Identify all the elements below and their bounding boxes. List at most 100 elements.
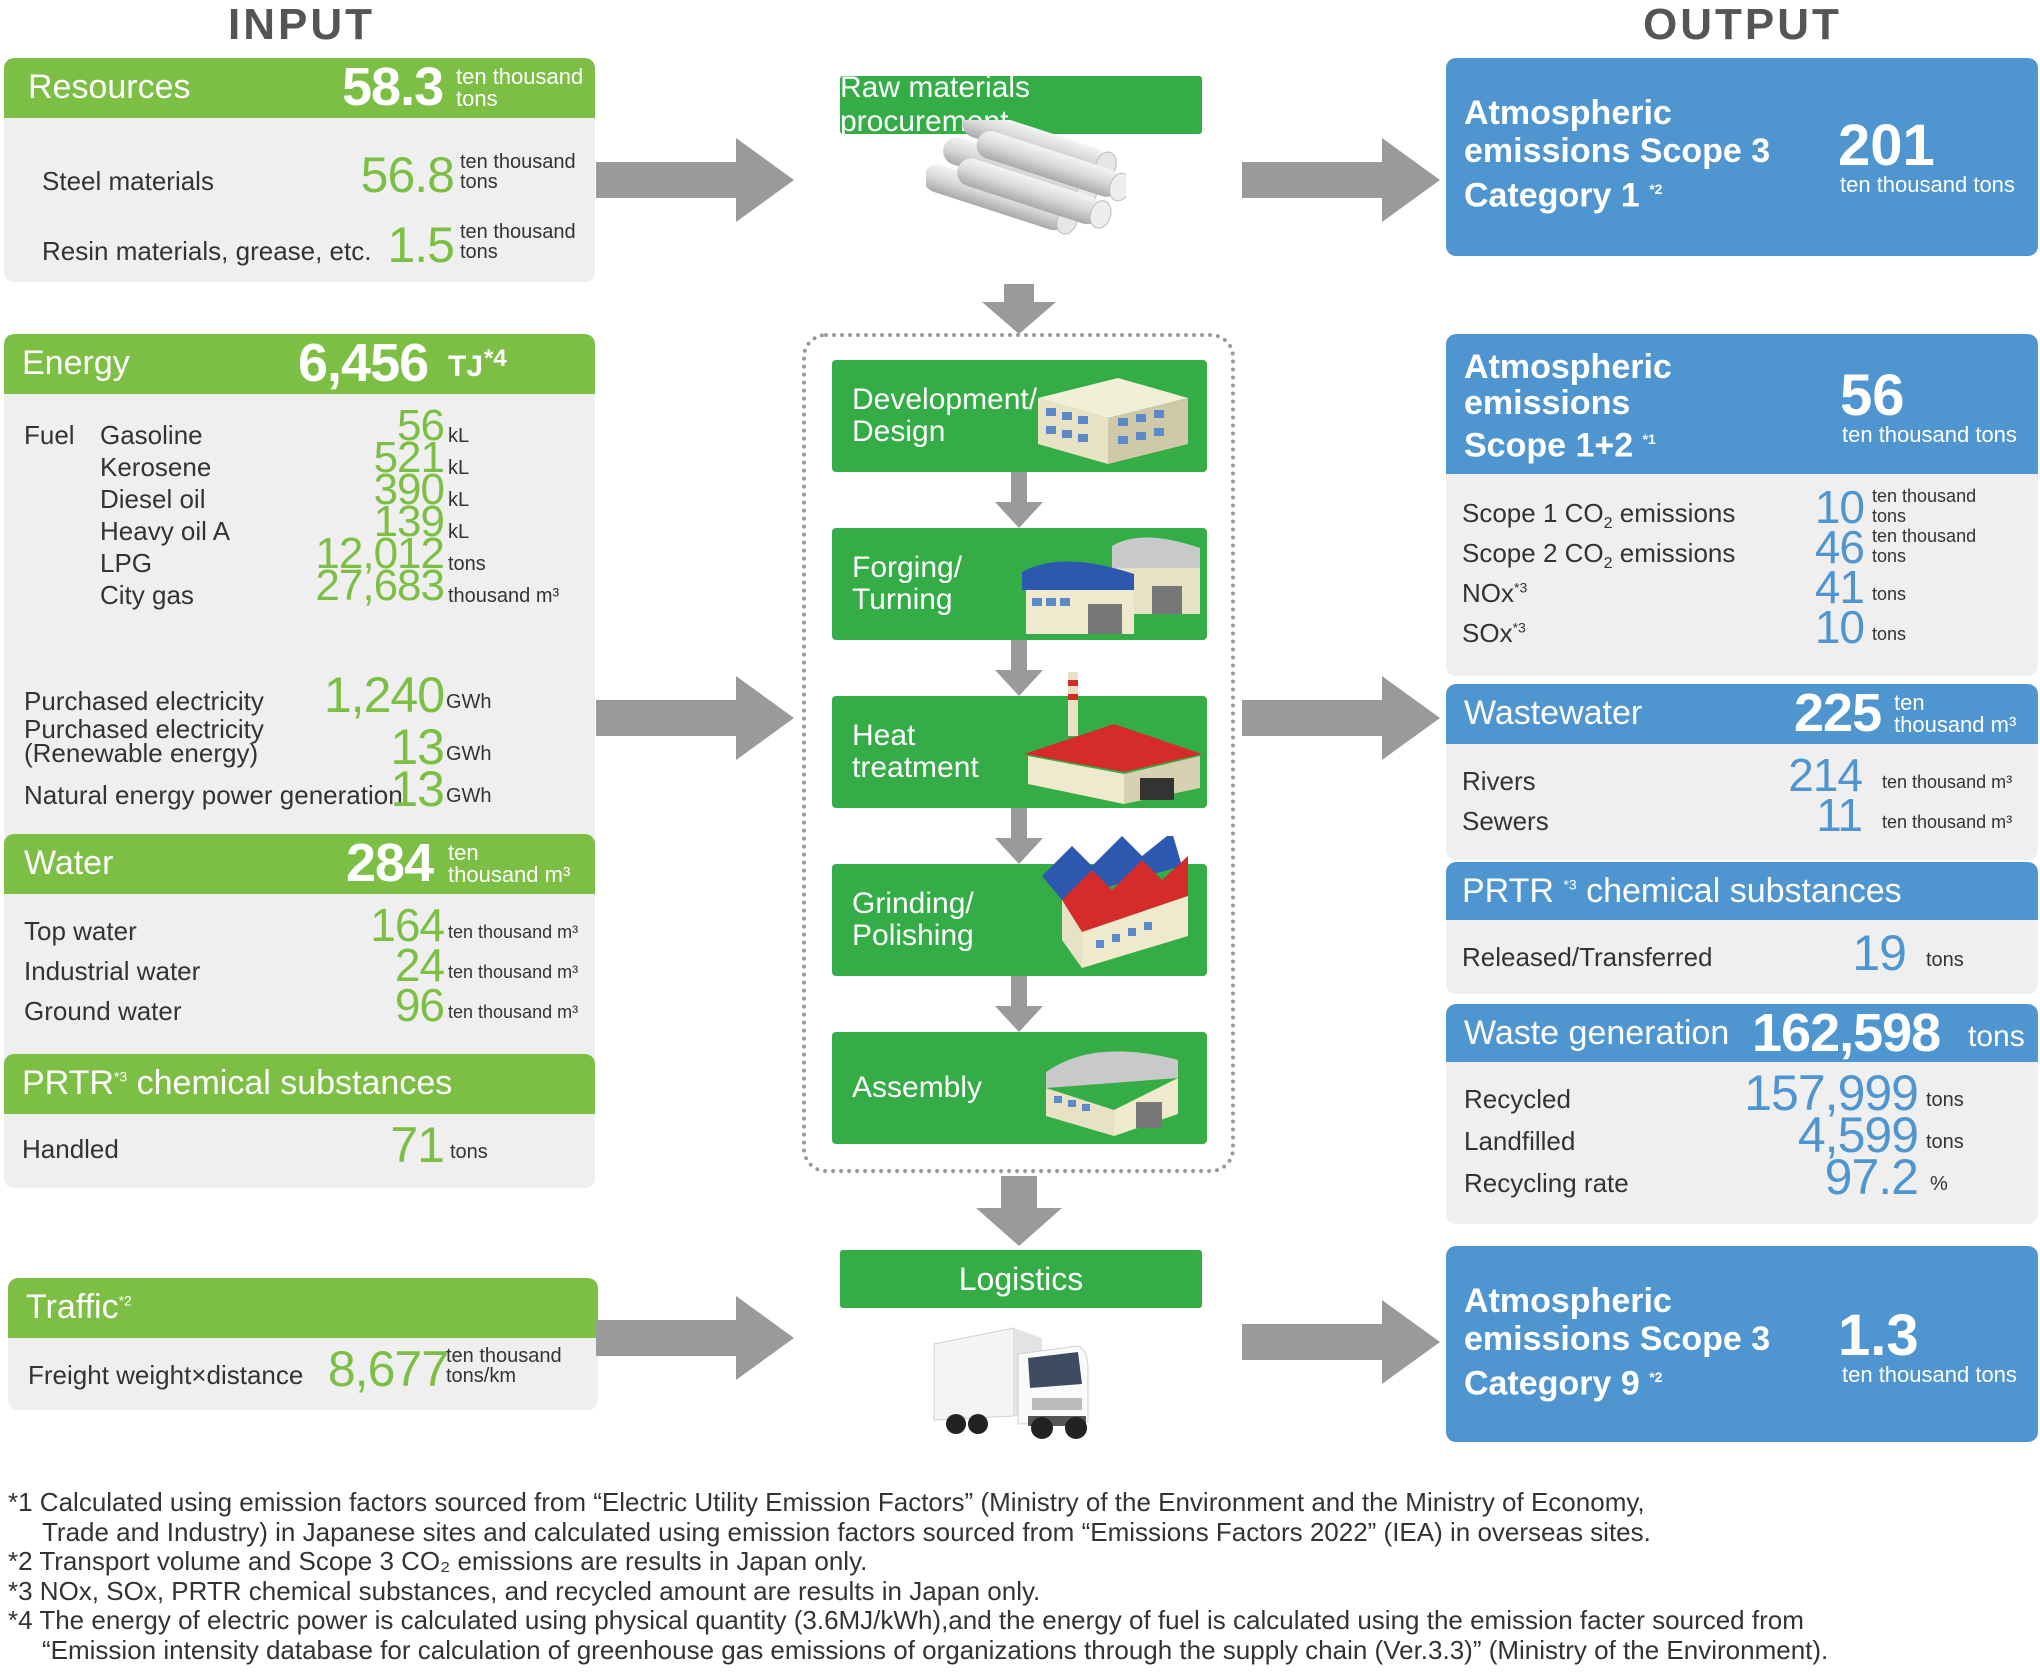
renewable-electricity-label: Purchased electricity bbox=[24, 714, 264, 744]
renewable-electricity-unit: GWh bbox=[446, 743, 492, 765]
arrow-production-out bbox=[1242, 676, 1440, 760]
resin-unit-2: tons bbox=[460, 241, 498, 263]
prtr-output-title-1: PRTR bbox=[1462, 872, 1554, 910]
logistics-label: Logistics bbox=[840, 1250, 1202, 1308]
wastewater-item-unit: ten thousand m³ bbox=[1882, 812, 2013, 832]
purchased-electricity-value: 1,240 bbox=[323, 667, 445, 723]
input-heading: INPUT bbox=[228, 0, 375, 49]
fuel-item-value: 12,012 bbox=[315, 529, 445, 578]
steel-pipes-icon bbox=[926, 120, 1126, 235]
waste-item-unit: tons bbox=[1926, 1089, 1964, 1111]
scope12-item-unit-2: tons bbox=[1872, 584, 1907, 604]
scope12-line1: Atmospheric bbox=[1464, 348, 1672, 386]
prtr-input-title: PRTR*3 chemical substances bbox=[22, 1064, 452, 1103]
footnote-4-cont: “Emission intensity database for calcula… bbox=[42, 1634, 1829, 1665]
fuel-label: Fuel bbox=[24, 420, 75, 450]
wastewater-header: Wastewater 225 ten thousand m³ bbox=[1446, 684, 2038, 744]
scope3-cat1-line3-text: Category 1 bbox=[1464, 176, 1640, 215]
renewable-electricity-label-2: (Renewable energy) bbox=[24, 738, 259, 768]
resources-panel: Resources 58.3 ten thousand tons Steel m… bbox=[4, 58, 595, 282]
arrow-down-logistics bbox=[976, 1176, 1062, 1246]
wastewater-item-value: 214 bbox=[1788, 749, 1863, 801]
resin-label: Resin materials, grease, etc. bbox=[42, 236, 372, 266]
fuel-item-label: Heavy oil A bbox=[100, 516, 231, 546]
scope12-line3: Scope 1+2 *1 bbox=[1464, 420, 1656, 464]
water-total: 284 bbox=[346, 833, 434, 893]
scope3-cat1-value: 201 bbox=[1838, 113, 1935, 178]
water-item-value: 96 bbox=[394, 979, 445, 1031]
resin-value: 1.5 bbox=[387, 217, 455, 273]
scope12-item-value: 10 bbox=[1814, 601, 1865, 653]
arrow-logistics-out bbox=[1242, 1300, 1440, 1384]
fuel-item-label: City gas bbox=[100, 580, 194, 610]
freight-value: 8,677 bbox=[327, 1341, 449, 1397]
office-building-icon bbox=[1038, 378, 1188, 464]
water-item-unit: ten thousand m³ bbox=[448, 962, 579, 982]
steel-unit-1: ten thousand bbox=[460, 151, 576, 173]
scope3-cat9-line2: emissions Scope 3 bbox=[1464, 1320, 1771, 1358]
natural-energy-unit: GWh bbox=[446, 785, 492, 807]
step-development-line2: Design bbox=[852, 415, 946, 448]
waste-unit: tons bbox=[1968, 1020, 2025, 1053]
wastewater-total: 225 bbox=[1794, 684, 1882, 743]
energy-unit: TJ bbox=[448, 350, 484, 383]
step-heat-line1: Heat bbox=[852, 719, 916, 752]
traffic-panel: Traffic*2 Freight weight×distance 8,677 … bbox=[8, 1278, 598, 1410]
scope3-cat9-line3: Category 9 *2 bbox=[1464, 1358, 1662, 1402]
scope3-cat1-line2: emissions Scope 3 bbox=[1464, 132, 1771, 170]
water-item-label: Ground water bbox=[24, 996, 182, 1026]
scope12-item-unit-2: tons bbox=[1872, 624, 1907, 644]
resources-title: Resources bbox=[28, 68, 191, 106]
scope3-cat9-line3-text: Category 9 bbox=[1464, 1364, 1640, 1403]
water-item-label: Top water bbox=[24, 916, 137, 946]
wastewater-item-label: Rivers bbox=[1462, 766, 1536, 796]
step-heat-line2: treatment bbox=[852, 751, 979, 784]
energy-header: Energy 6,456 TJ *4 bbox=[4, 334, 595, 394]
scope3-cat9-note: *2 bbox=[1649, 1369, 1663, 1385]
resources-total: 58.3 bbox=[342, 58, 444, 117]
fuel-item-label: Kerosene bbox=[100, 452, 212, 482]
fuel-item-unit: thousand m³ bbox=[448, 585, 560, 607]
prtr-input-note: *3 bbox=[113, 1068, 128, 1085]
released-transferred-unit: tons bbox=[1926, 949, 1964, 971]
water-item-label: Industrial water bbox=[24, 956, 201, 986]
scope3-cat1-note: *2 bbox=[1649, 181, 1663, 197]
scope12-unit: ten thousand tons bbox=[1842, 422, 2017, 447]
footnote-2: *2 Transport volume and Scope 3 CO₂ emis… bbox=[8, 1546, 868, 1576]
scope12-panel: Atmospheric emissions Scope 1+2 *1 56 te… bbox=[1446, 334, 2038, 676]
water-unit-1: ten bbox=[448, 840, 479, 865]
prtr-output-note: *3 bbox=[1563, 876, 1577, 893]
truck-icon bbox=[933, 1327, 1089, 1439]
scope12-item-label: NOx*3 bbox=[1462, 578, 1527, 609]
fuel-item-label: LPG bbox=[100, 548, 153, 578]
traffic-header: Traffic*2 bbox=[8, 1278, 598, 1338]
arrow-down-1 bbox=[982, 284, 1056, 334]
scope12-item-label: Scope 2 CO2 emissions bbox=[1462, 538, 1735, 573]
scope3-category1-panel: Atmospheric emissions Scope 3 Category 1… bbox=[1446, 58, 2038, 256]
scope3-category9-panel: Atmospheric emissions Scope 3 Category 9… bbox=[1446, 1246, 2038, 1442]
prtr-input-title-1: PRTR bbox=[22, 1064, 114, 1102]
wastewater-unit-1: ten bbox=[1894, 690, 1925, 715]
step-grinding-polishing: Grinding/Polishing bbox=[832, 836, 1207, 976]
production-process-group bbox=[802, 333, 1235, 1173]
step-development-design: Development/Design bbox=[832, 360, 1207, 472]
waste-item-unit: tons bbox=[1926, 1131, 1964, 1153]
scope12-item-label-suffix: emissions bbox=[1612, 498, 1736, 528]
renewable-electricity-value: 13 bbox=[390, 719, 445, 775]
factory-gray-roof-icon bbox=[1046, 1051, 1178, 1136]
scope12-item-label-text: SOx bbox=[1462, 618, 1513, 648]
scope12-item-unit-1: ten thousand bbox=[1872, 486, 1977, 506]
fuel-item-unit: kL bbox=[448, 457, 470, 479]
factory-blue-roof-icon bbox=[1022, 537, 1200, 634]
scope12-item-unit-2: tons bbox=[1872, 506, 1907, 526]
arrow-energy-in bbox=[596, 676, 794, 760]
arrow-down-3 bbox=[995, 640, 1043, 696]
energy-total: 6,456 bbox=[298, 334, 429, 393]
footnote-4: *4 The energy of electric power is calcu… bbox=[8, 1605, 1804, 1635]
step-assembly: Assembly bbox=[832, 1032, 1207, 1144]
water-item-unit: ten thousand m³ bbox=[448, 1002, 579, 1022]
prtr-output-panel: PRTR *3 chemical substances Released/Tra… bbox=[1446, 862, 2038, 994]
arrow-procurement-out bbox=[1242, 138, 1440, 222]
